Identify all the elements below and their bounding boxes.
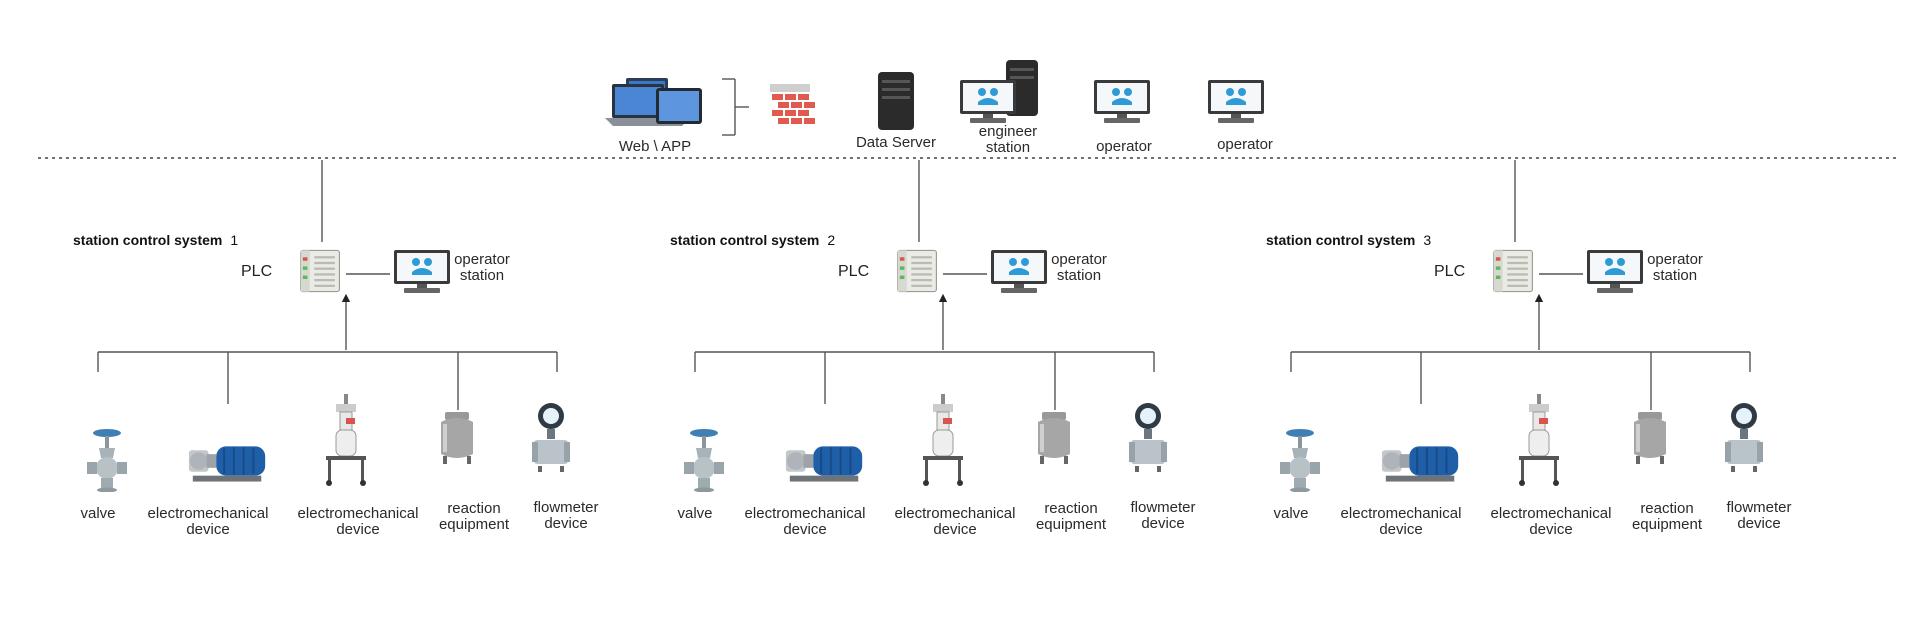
electromechanical-pump-icon	[1380, 445, 1460, 483]
flowmeter-icon	[532, 403, 570, 472]
station-title-text: station control system	[73, 232, 223, 248]
station-number: 3	[1423, 232, 1432, 248]
web-app-devices-icon	[605, 78, 702, 126]
station-1-title: station control system 1	[73, 232, 238, 248]
station-2-operator-station-label: operator station	[1051, 251, 1107, 284]
station-1-flowmeter-device-label: flowmeter device	[533, 499, 599, 532]
engineer-station-label: engineer station	[978, 123, 1038, 156]
station-1-electromechanical-device-2-label: electromechanical device	[297, 505, 419, 538]
station-2-title: station control system 2	[670, 232, 835, 248]
operator-label-1: operator	[1096, 138, 1152, 155]
station-1-reaction-equipment-label: reaction equipment	[438, 500, 510, 533]
station-number: 1	[230, 232, 239, 248]
station-1-plc-label: PLC	[241, 263, 273, 280]
plc-icon	[299, 249, 341, 293]
station-3-electromechanical-device-2-label: electromechanical device	[1490, 505, 1612, 538]
station-title-text: station control system	[1266, 232, 1416, 248]
electromechanical-actuator-icon	[1518, 394, 1560, 486]
flowmeter-icon	[1129, 403, 1167, 472]
web-app-label: Web \ APP	[618, 138, 692, 155]
reaction-equipment-icon	[1632, 412, 1668, 466]
station-2-flowmeter-device-label: flowmeter device	[1130, 499, 1196, 532]
station-3-plc-label: PLC	[1434, 263, 1466, 280]
station-1-valve-label: valve	[80, 505, 116, 522]
engineer-station-monitor-icon	[960, 80, 1016, 123]
electromechanical-actuator-icon	[922, 394, 964, 486]
reaction-equipment-icon	[1036, 412, 1072, 466]
electromechanical-pump-icon	[187, 445, 267, 483]
station-2-valve-label: valve	[677, 505, 713, 522]
station-1-operator-station-label: operator station	[454, 251, 510, 284]
station-3-operator-station-label: operator station	[1647, 251, 1703, 284]
operator-label-2: operator	[1217, 136, 1273, 153]
station-2-electromechanical-device-2-label: electromechanical device	[894, 505, 1016, 538]
valve-icon	[1280, 429, 1320, 492]
data-server-icon	[878, 72, 914, 130]
valve-icon	[87, 429, 127, 492]
valve-icon	[684, 429, 724, 492]
station-3-title: station control system 3	[1266, 232, 1431, 248]
station-3-reaction-equipment-label: reaction equipment	[1631, 500, 1703, 533]
electromechanical-actuator-icon	[325, 394, 367, 486]
data-server-label: Data Server	[855, 134, 937, 151]
station-number: 2	[827, 232, 836, 248]
station-3-flowmeter-device-label: flowmeter device	[1726, 499, 1792, 532]
station-2-reaction-equipment-label: reaction equipment	[1035, 500, 1107, 533]
station-3-electromechanical-device-label: electromechanical device	[1340, 505, 1462, 538]
flowmeter-icon	[1725, 403, 1763, 472]
plc-icon	[1492, 249, 1534, 293]
plc-icon	[896, 249, 938, 293]
station-2-plc-label: PLC	[838, 263, 870, 280]
reaction-equipment-icon	[439, 412, 475, 466]
operator-monitor-icon-2	[1208, 80, 1264, 123]
station-title-text: station control system	[670, 232, 820, 248]
operator-monitor-icon-1	[1094, 80, 1150, 123]
firewall-icon	[770, 84, 815, 124]
station-2-electromechanical-device-label: electromechanical device	[744, 505, 866, 538]
station-1-electromechanical-device-label: electromechanical device	[147, 505, 269, 538]
station-3-valve-label: valve	[1273, 505, 1309, 522]
electromechanical-pump-icon	[784, 445, 864, 483]
